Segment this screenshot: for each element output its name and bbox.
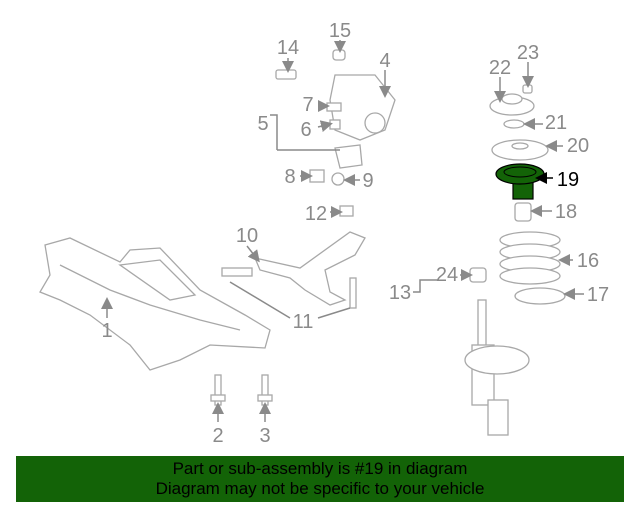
callout-16[interactable]: 16 [577, 250, 599, 272]
callout-21[interactable]: 21 [545, 112, 567, 134]
spring-seat-part-17[interactable] [514, 287, 566, 305]
control-arm-part-10[interactable] [221, 231, 366, 309]
crossmember-part-1[interactable] [39, 237, 271, 371]
coil-spring-part-16[interactable] [499, 231, 561, 285]
callout-13[interactable]: 13 [389, 282, 411, 304]
callout-1[interactable]: 1 [101, 320, 112, 342]
callout-23[interactable]: 23 [517, 42, 539, 64]
callout-7[interactable]: 7 [302, 94, 313, 116]
bump-stop-nut-part-24[interactable] [469, 267, 487, 283]
bearing-part-21[interactable] [503, 119, 525, 129]
callout-14[interactable]: 14 [277, 37, 299, 59]
bolt-part-14[interactable] [275, 69, 297, 80]
callout-2[interactable]: 2 [212, 425, 223, 447]
banner-line-part: Part or sub-assembly is #19 in diagram [172, 459, 468, 478]
bolt-part-3[interactable] [257, 374, 273, 406]
callout-19[interactable]: 19 [557, 169, 579, 191]
callout-22[interactable]: 22 [489, 57, 511, 79]
mount-plate-part-20[interactable] [491, 139, 549, 161]
callout-5[interactable]: 5 [257, 113, 268, 135]
callout-9[interactable]: 9 [362, 170, 373, 192]
bolt-part-8[interactable] [309, 169, 325, 183]
callout-20[interactable]: 20 [567, 135, 589, 157]
callout-10[interactable]: 10 [236, 225, 258, 247]
part-info-banner: Part or sub-assembly is #19 in diagram D… [16, 456, 624, 502]
leader-lines [101, 40, 584, 422]
knuckle-part-4[interactable] [329, 74, 396, 169]
upper-spring-seat-part-19[interactable] [495, 163, 545, 200]
banner-line-disclaimer: Diagram may not be specific to your vehi… [155, 479, 485, 498]
callout-11[interactable]: 11 [293, 311, 314, 333]
bumper-part-18[interactable] [514, 202, 532, 222]
strut-part-13[interactable] [464, 299, 530, 436]
bolt-part-2[interactable] [210, 374, 226, 406]
callout-12[interactable]: 12 [305, 203, 327, 225]
callout-18[interactable]: 18 [555, 201, 577, 223]
nut-part-6[interactable] [329, 119, 341, 130]
callout-15[interactable]: 15 [329, 20, 351, 42]
callout-8[interactable]: 8 [284, 166, 295, 188]
nut-part-9[interactable] [331, 172, 345, 186]
callout-17[interactable]: 17 [587, 284, 609, 306]
callout-4[interactable]: 4 [379, 50, 390, 72]
callout-6[interactable]: 6 [300, 119, 311, 141]
nut-part-15[interactable] [332, 49, 346, 61]
callout-24[interactable]: 24 [436, 264, 458, 286]
callout-3[interactable]: 3 [259, 425, 270, 447]
support-part-22[interactable] [489, 93, 535, 116]
bolt-part-7[interactable] [326, 102, 342, 112]
nut-part-12[interactable] [339, 205, 354, 217]
nut-part-23[interactable] [522, 84, 533, 94]
